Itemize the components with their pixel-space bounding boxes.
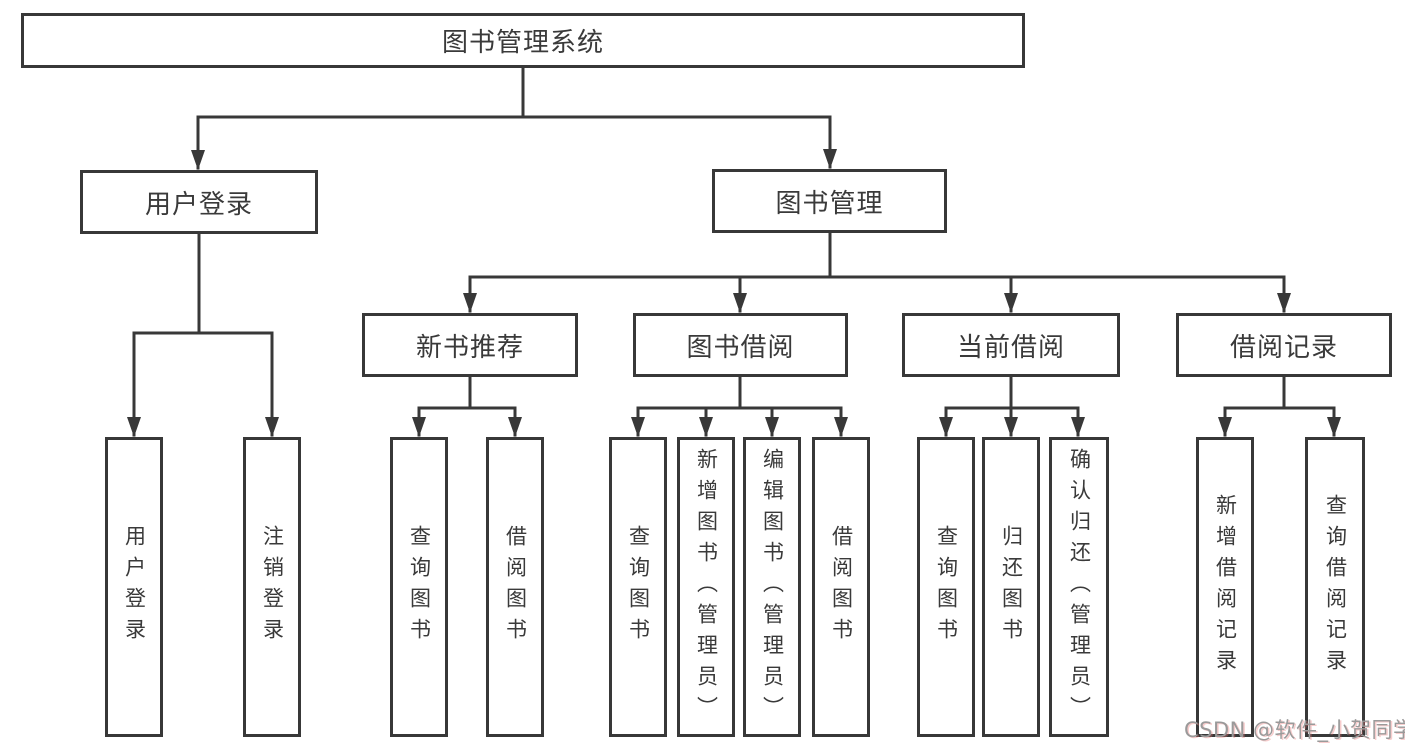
node-leaf-borrow-book-1: 借阅图书 (486, 437, 544, 737)
node-leaf-query-book-3: 查询图书 (917, 437, 975, 737)
connector-lines (127, 66, 1341, 437)
node-book-borrow: 图书借阅 (633, 313, 848, 377)
node-leaf-query-borrow-record: 查询借阅记录 (1305, 437, 1365, 737)
node-leaf-logout: 注销登录 (243, 437, 301, 737)
node-leaf-edit-book: 编辑图书（管理员） (743, 437, 801, 737)
node-leaf-return-book: 归还图书 (982, 437, 1040, 737)
node-current-borrow: 当前借阅 (902, 313, 1120, 377)
node-leaf-borrow-book-2: 借阅图书 (812, 437, 870, 737)
node-leaf-confirm-return: 确认归还（管理员） (1049, 437, 1109, 737)
node-borrow-records: 借阅记录 (1176, 313, 1392, 377)
node-new-book-recommend: 新书推荐 (362, 313, 578, 377)
node-leaf-query-book-1: 查询图书 (390, 437, 448, 737)
node-leaf-query-book-2: 查询图书 (609, 437, 667, 737)
node-leaf-add-book: 新增图书（管理员） (677, 437, 735, 737)
node-leaf-add-borrow-record: 新增借阅记录 (1196, 437, 1254, 737)
node-root: 图书管理系统 (21, 13, 1025, 68)
node-user-login: 用户登录 (80, 170, 318, 234)
node-leaf-user-login: 用户登录 (105, 437, 163, 737)
node-book-management: 图书管理 (712, 169, 947, 233)
csdn-watermark: CSDN @软件_小贺同学 (1184, 718, 1405, 742)
